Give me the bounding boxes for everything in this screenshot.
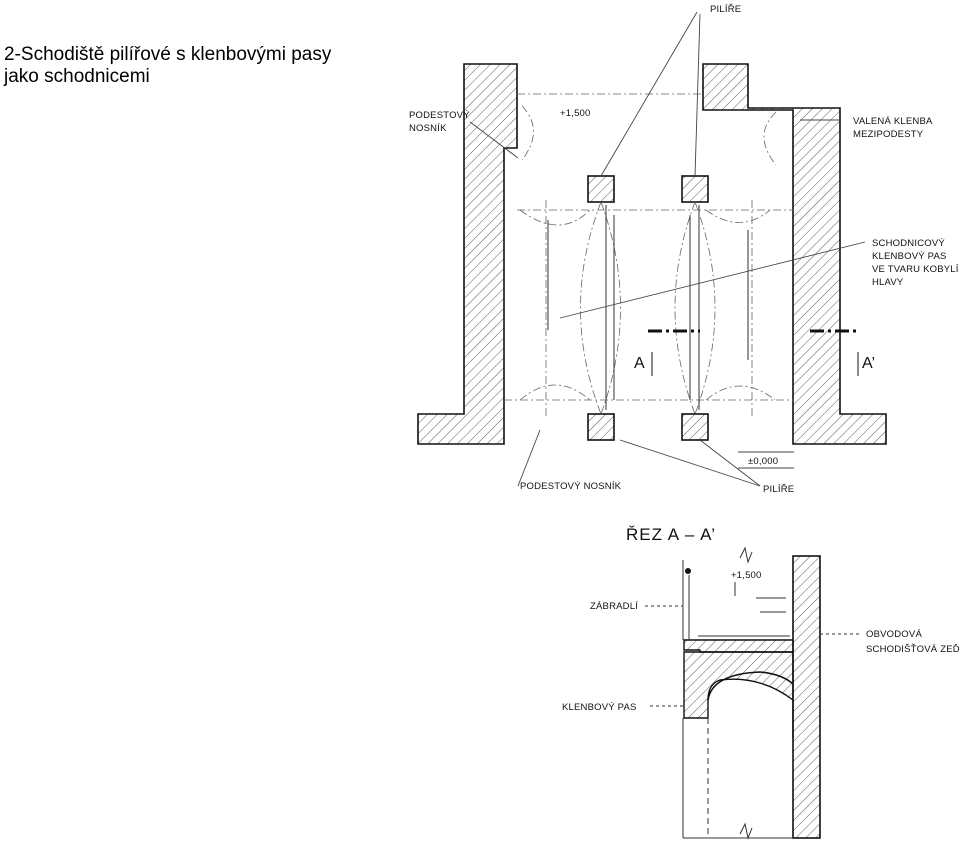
section-arch-block [683,651,794,738]
label-schodnicovy-4: HLAVY [872,277,904,288]
label-obvodova-1: OBVODOVÁ [866,629,922,640]
title-line-2: jako schodnicemi [4,66,150,87]
section-level: +1,500 [731,570,762,581]
label-podestovy-nosnik-top-1: PODESTOVÝ [409,110,470,121]
plan-left-wall [417,63,518,445]
plan-stair-lines [547,205,749,410]
section-mark-left: A [634,355,645,372]
plan-right-wall [702,63,887,445]
label-pilire-bottom: PILÍŘE [763,484,794,495]
railing-post-dot [685,568,691,574]
pillar-bottom-right [681,413,709,441]
section-outer-wall [792,555,821,839]
section-arch-curve [707,671,794,701]
pillar-top-right [681,175,709,203]
section-view: ŘEZ A – A’ +1,500 ZÁBRADLÍ OBVOD [562,525,960,840]
label-obvodova-2: SCHODIŠŤOVÁ ZEĎ [866,644,960,655]
section-landing-slab [683,639,794,653]
label-valena-klenba-2: MEZIPODESTY [853,129,924,140]
pillar-top-left [587,175,615,203]
label-schodnicovy-2: KLENBOVÝ PAS [872,251,947,262]
label-podestovy-nosnik-bottom: PODESTOVÝ NOSNÍK [520,481,622,492]
label-schodnicovy-3: VE TVARU KOBYLÍ [872,264,959,275]
label-klenbovy-pas: KLENBOVÝ PAS [562,702,637,713]
label-pilire-top: PILÍŘE [710,4,741,15]
label-valena-klenba-1: VALENÁ KLENBA [853,116,933,127]
plan-hidden-lines [504,93,794,418]
section-mark-right: A’ [862,355,875,372]
floor-plan: PILÍŘE PODESTOVÝ NOSNÍK +1,500 VALENÁ KL… [409,4,959,495]
label-podestovy-nosnik-top-2: NOSNÍK [409,123,447,134]
level-top: +1,500 [560,108,591,119]
plan-leader-lines [469,11,866,487]
pillar-bottom-left [587,413,615,441]
section-cut-marks [648,329,860,376]
label-zabradli: ZÁBRADLÍ [590,601,638,612]
level-bottom: ±0,000 [748,456,778,467]
title-line-1: 2-Schodiště pilířové s klenbovými pasy [4,44,332,65]
section-guides [645,546,862,840]
label-schodnicovy-1: SCHODNICOVÝ [872,238,945,249]
section-heading: ŘEZ A – A’ [626,525,716,544]
page-title: 2-Schodiště pilířové s klenbovými pasy j… [4,44,331,88]
